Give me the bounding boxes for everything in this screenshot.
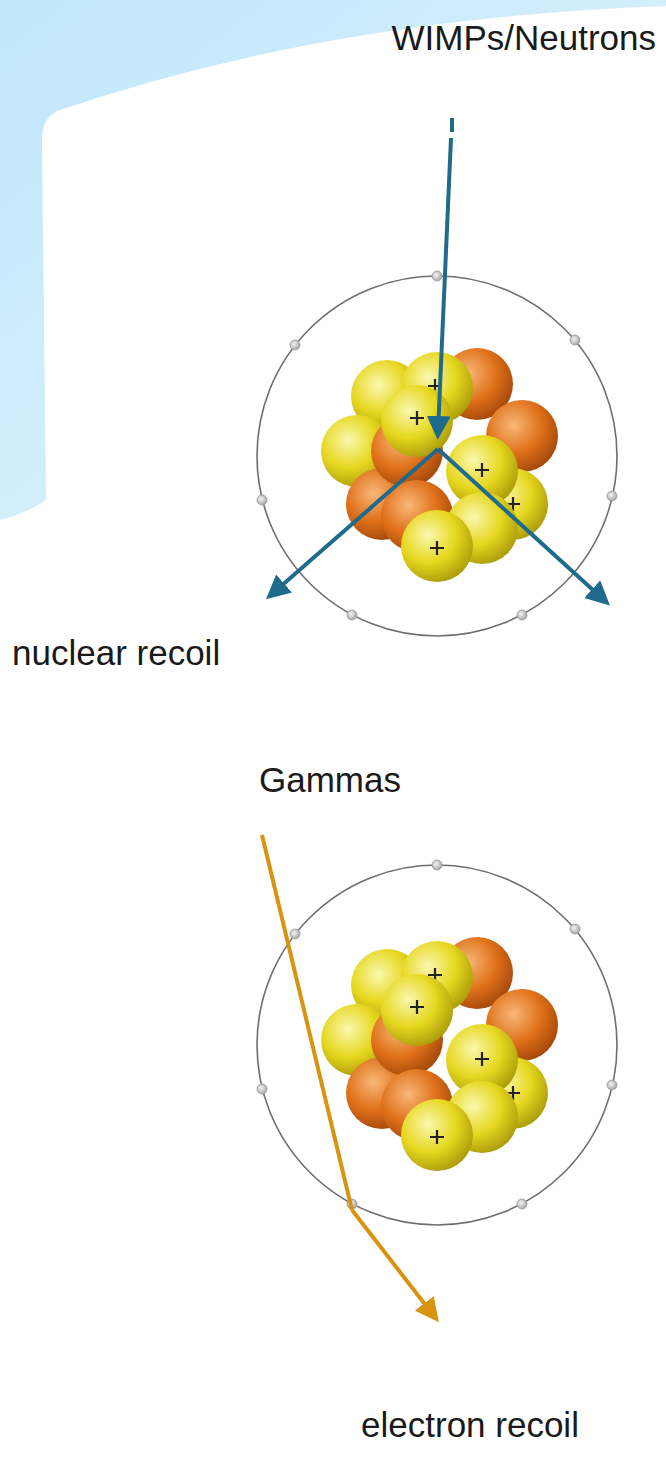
particle-label: WIMPs/Neutrons xyxy=(392,18,657,58)
particle-label: Gammas xyxy=(259,760,401,800)
recoil-label: electron recoil xyxy=(361,1405,579,1445)
recoil-label: nuclear recoil xyxy=(12,633,220,673)
